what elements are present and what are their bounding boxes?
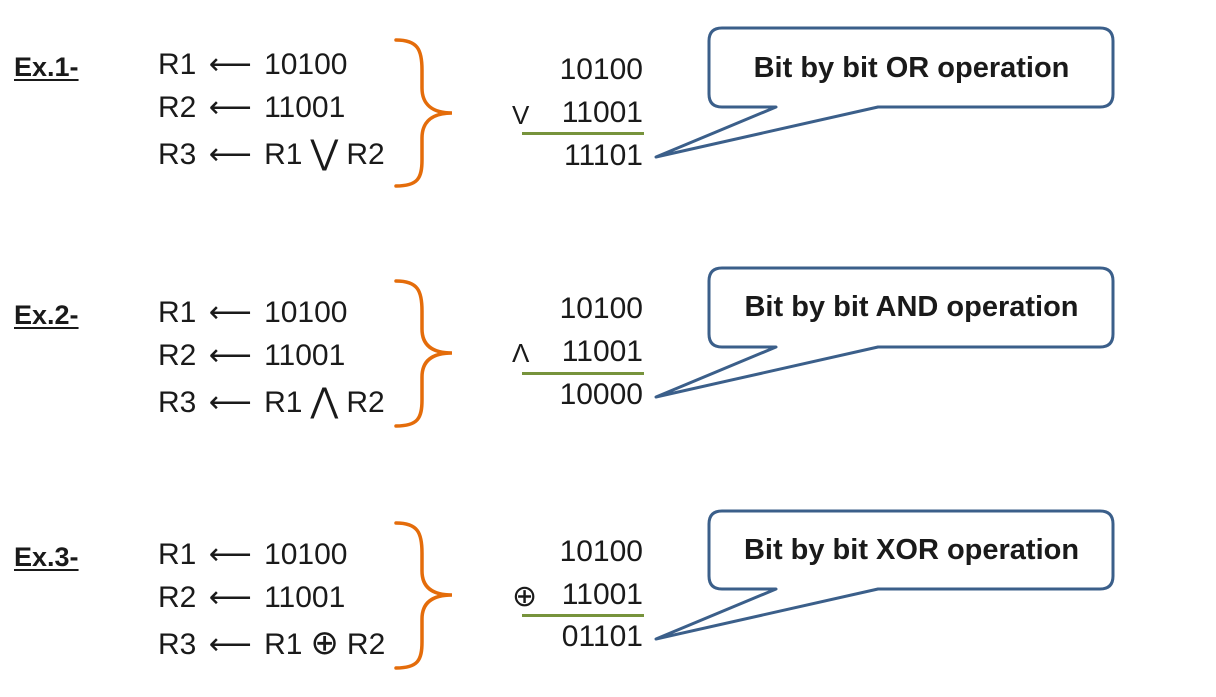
example-label: Ex.2-: [14, 300, 79, 330]
operand-1: 10100: [559, 292, 643, 325]
statement-r1: R1 ⟵ 10100: [158, 50, 348, 80]
xor-operator-icon: ⊕: [310, 624, 339, 662]
register-name: R2: [158, 91, 197, 124]
statement-r3: R3 ⟵ R1⋀R2: [158, 384, 385, 418]
left-arrow-icon: ⟵: [208, 581, 252, 614]
xor-operator-icon: ⊕: [512, 580, 538, 613]
register-name: R2: [158, 339, 197, 372]
callout-bubble: [654, 26, 1115, 159]
statement-r3: R3 ⟵ R1⊕R2: [158, 626, 385, 660]
example-xor: Ex.3- R1 ⟵ 10100 R2 ⟵ 11001 R3 ⟵ R1⊕R2 1…: [0, 0, 1216, 660]
register-name: R3: [158, 628, 197, 661]
left-arrow-icon: ⟵: [208, 386, 252, 419]
and-operator-icon: ⋀: [310, 382, 339, 420]
register-value: 11001: [264, 339, 346, 372]
callout-text: Bit by bit OR operation: [753, 52, 1070, 84]
example-label: Ex.1-: [14, 52, 79, 82]
callouts: [654, 26, 1115, 641]
curly-brace: [394, 521, 453, 670]
register-name: R3: [158, 386, 197, 419]
left-arrow-icon: ⟵: [208, 296, 252, 329]
result: 10000: [559, 378, 643, 411]
operand-name: R2: [346, 628, 386, 661]
statement-r3: R3 ⟵ R1⋁R2: [158, 136, 385, 170]
left-arrow-icon: ⟵: [208, 91, 252, 124]
operand-name: R1: [264, 386, 303, 419]
register-value: 10100: [264, 296, 348, 329]
sum-line: [522, 614, 644, 617]
register-value: 10100: [264, 538, 348, 571]
result: 11101: [564, 139, 643, 172]
statement-r2: R2 ⟵ 11001: [158, 583, 345, 613]
register-name: R1: [158, 296, 197, 329]
example-and: Ex.2- R1 ⟵ 10100 R2 ⟵ 11001 R3 ⟵ R1⋀R2 1…: [0, 0, 1216, 418]
operand-2: 11001: [561, 335, 643, 368]
statement-r1: R1 ⟵ 10100: [158, 298, 348, 328]
register-name: R2: [158, 581, 197, 614]
callout-bubble: [654, 266, 1115, 399]
operand-name: R2: [346, 138, 385, 171]
curly-brace: [394, 38, 453, 188]
curly-brace: [394, 279, 453, 428]
or-operator-icon: ⋁: [310, 134, 339, 172]
statement-r2: R2 ⟵ 11001: [158, 93, 345, 123]
and-operator-icon: Λ: [512, 338, 530, 368]
operand-1: 10100: [559, 53, 643, 86]
left-arrow-icon: ⟵: [208, 138, 252, 171]
register-value: 11001: [264, 91, 346, 124]
register-name: R3: [158, 138, 197, 171]
callout-text: Bit by bit AND operation: [744, 291, 1079, 323]
operand-name: R1: [264, 628, 303, 661]
callout-text: Bit by bit XOR operation: [743, 534, 1080, 566]
operand-2: 11001: [561, 578, 643, 611]
statement-r2: R2 ⟵ 11001: [158, 341, 345, 371]
left-arrow-icon: ⟵: [208, 339, 252, 372]
statement-r1: R1 ⟵ 10100: [158, 540, 348, 570]
register-value: 10100: [264, 48, 348, 81]
left-arrow-icon: ⟵: [208, 628, 252, 661]
operand-1: 10100: [559, 535, 643, 568]
or-operator-icon: V: [512, 100, 530, 130]
register-name: R1: [158, 538, 197, 571]
register-value: 11001: [264, 581, 346, 614]
result: 01101: [561, 620, 643, 653]
left-arrow-icon: ⟵: [208, 538, 252, 571]
register-name: R1: [158, 48, 197, 81]
operand-2: 11001: [561, 96, 643, 129]
callout-bubble: [654, 509, 1115, 641]
operand-name: R2: [346, 386, 385, 419]
operand-name: R1: [264, 138, 303, 171]
example-or: Ex.1- R1 ⟵ 10100 R2 ⟵ 11001 R3 ⟵ R1⋁R2 1…: [0, 0, 1216, 200]
sum-line: [522, 132, 644, 135]
left-arrow-icon: ⟵: [208, 48, 252, 81]
braces: [394, 38, 453, 670]
sum-line: [522, 372, 644, 375]
example-label: Ex.3-: [14, 542, 79, 572]
